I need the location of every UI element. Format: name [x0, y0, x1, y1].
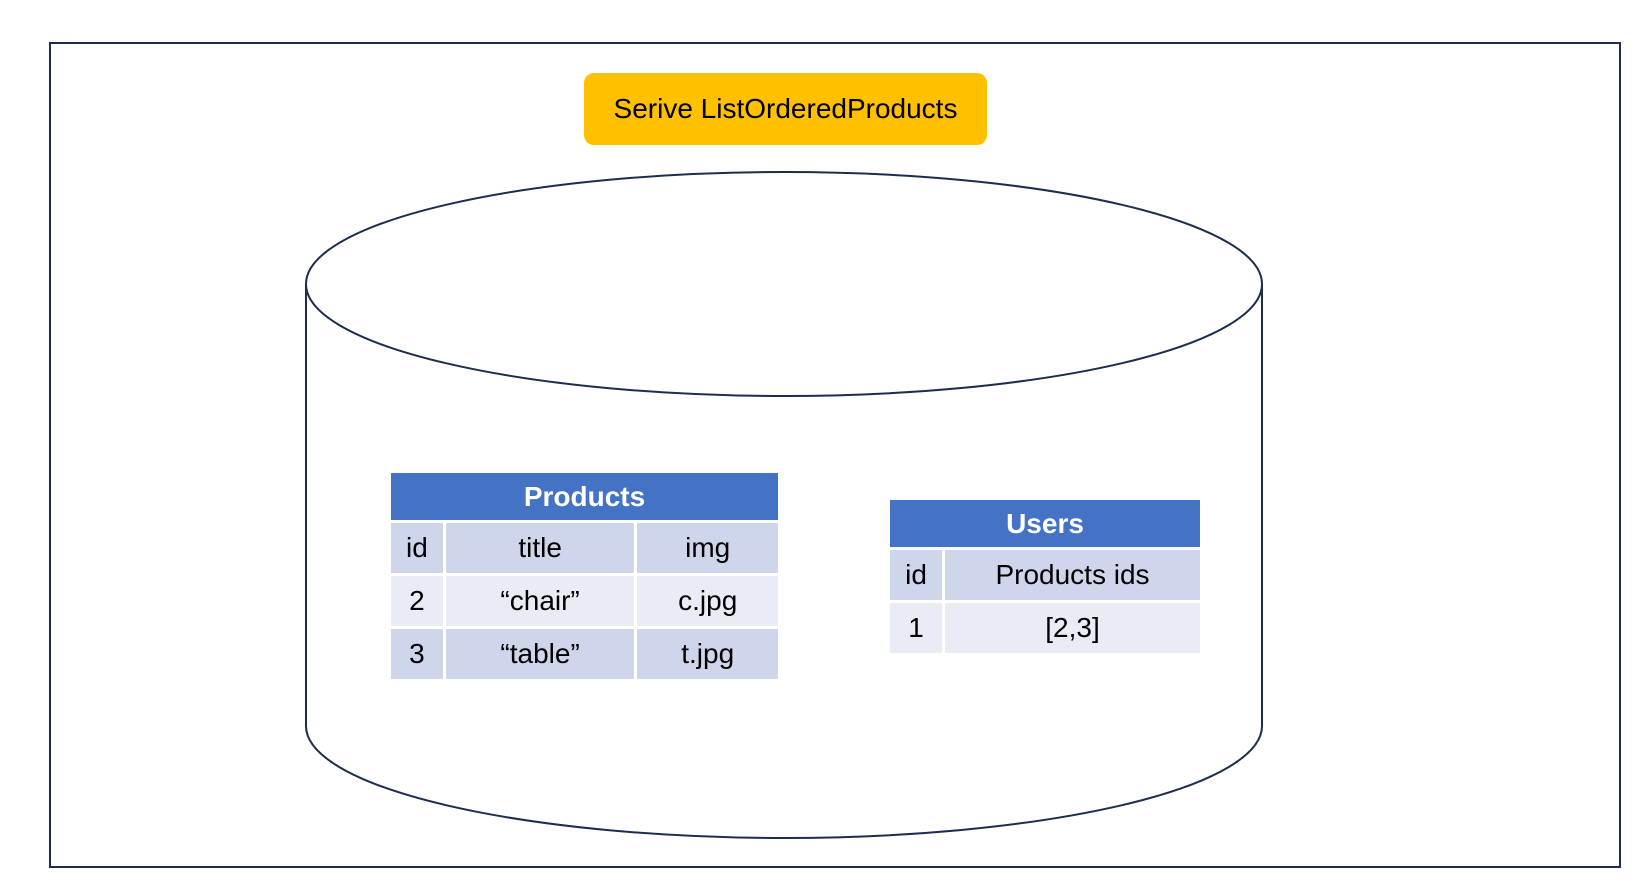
table-cell: 3	[391, 629, 443, 679]
table-cell: “chair”	[445, 576, 635, 626]
table-cell: [2,3]	[945, 603, 1200, 653]
table-header-row: id Products ids	[890, 550, 1200, 600]
column-header: id	[391, 523, 443, 573]
products-table-title: Products	[391, 473, 778, 520]
table-row: 3 “table” t.jpg	[391, 629, 778, 679]
table-cell: c.jpg	[637, 576, 778, 626]
table-cell: 2	[391, 576, 443, 626]
column-header: title	[445, 523, 635, 573]
table-row: 1 [2,3]	[890, 603, 1200, 653]
users-table: Users id Products ids 1 [2,3]	[887, 497, 1203, 656]
cylinder-body	[305, 284, 1263, 839]
table-row: 2 “chair” c.jpg	[391, 576, 778, 626]
column-header: img	[637, 523, 778, 573]
products-table: Products id title img 2 “chair” c.jpg 3 …	[388, 470, 781, 682]
table-cell: “table”	[445, 629, 635, 679]
column-header: Products ids	[945, 550, 1200, 600]
users-table-title: Users	[890, 500, 1200, 547]
table-header-row: id title img	[391, 523, 778, 573]
column-header: id	[890, 550, 942, 600]
table-cell: 1	[890, 603, 942, 653]
service-label-text: Serive ListOrderedProducts	[613, 93, 958, 124]
cylinder-top	[305, 171, 1263, 397]
diagram-frame	[49, 42, 1621, 868]
table-cell: t.jpg	[637, 629, 778, 679]
service-label: Serive ListOrderedProducts	[584, 73, 987, 145]
